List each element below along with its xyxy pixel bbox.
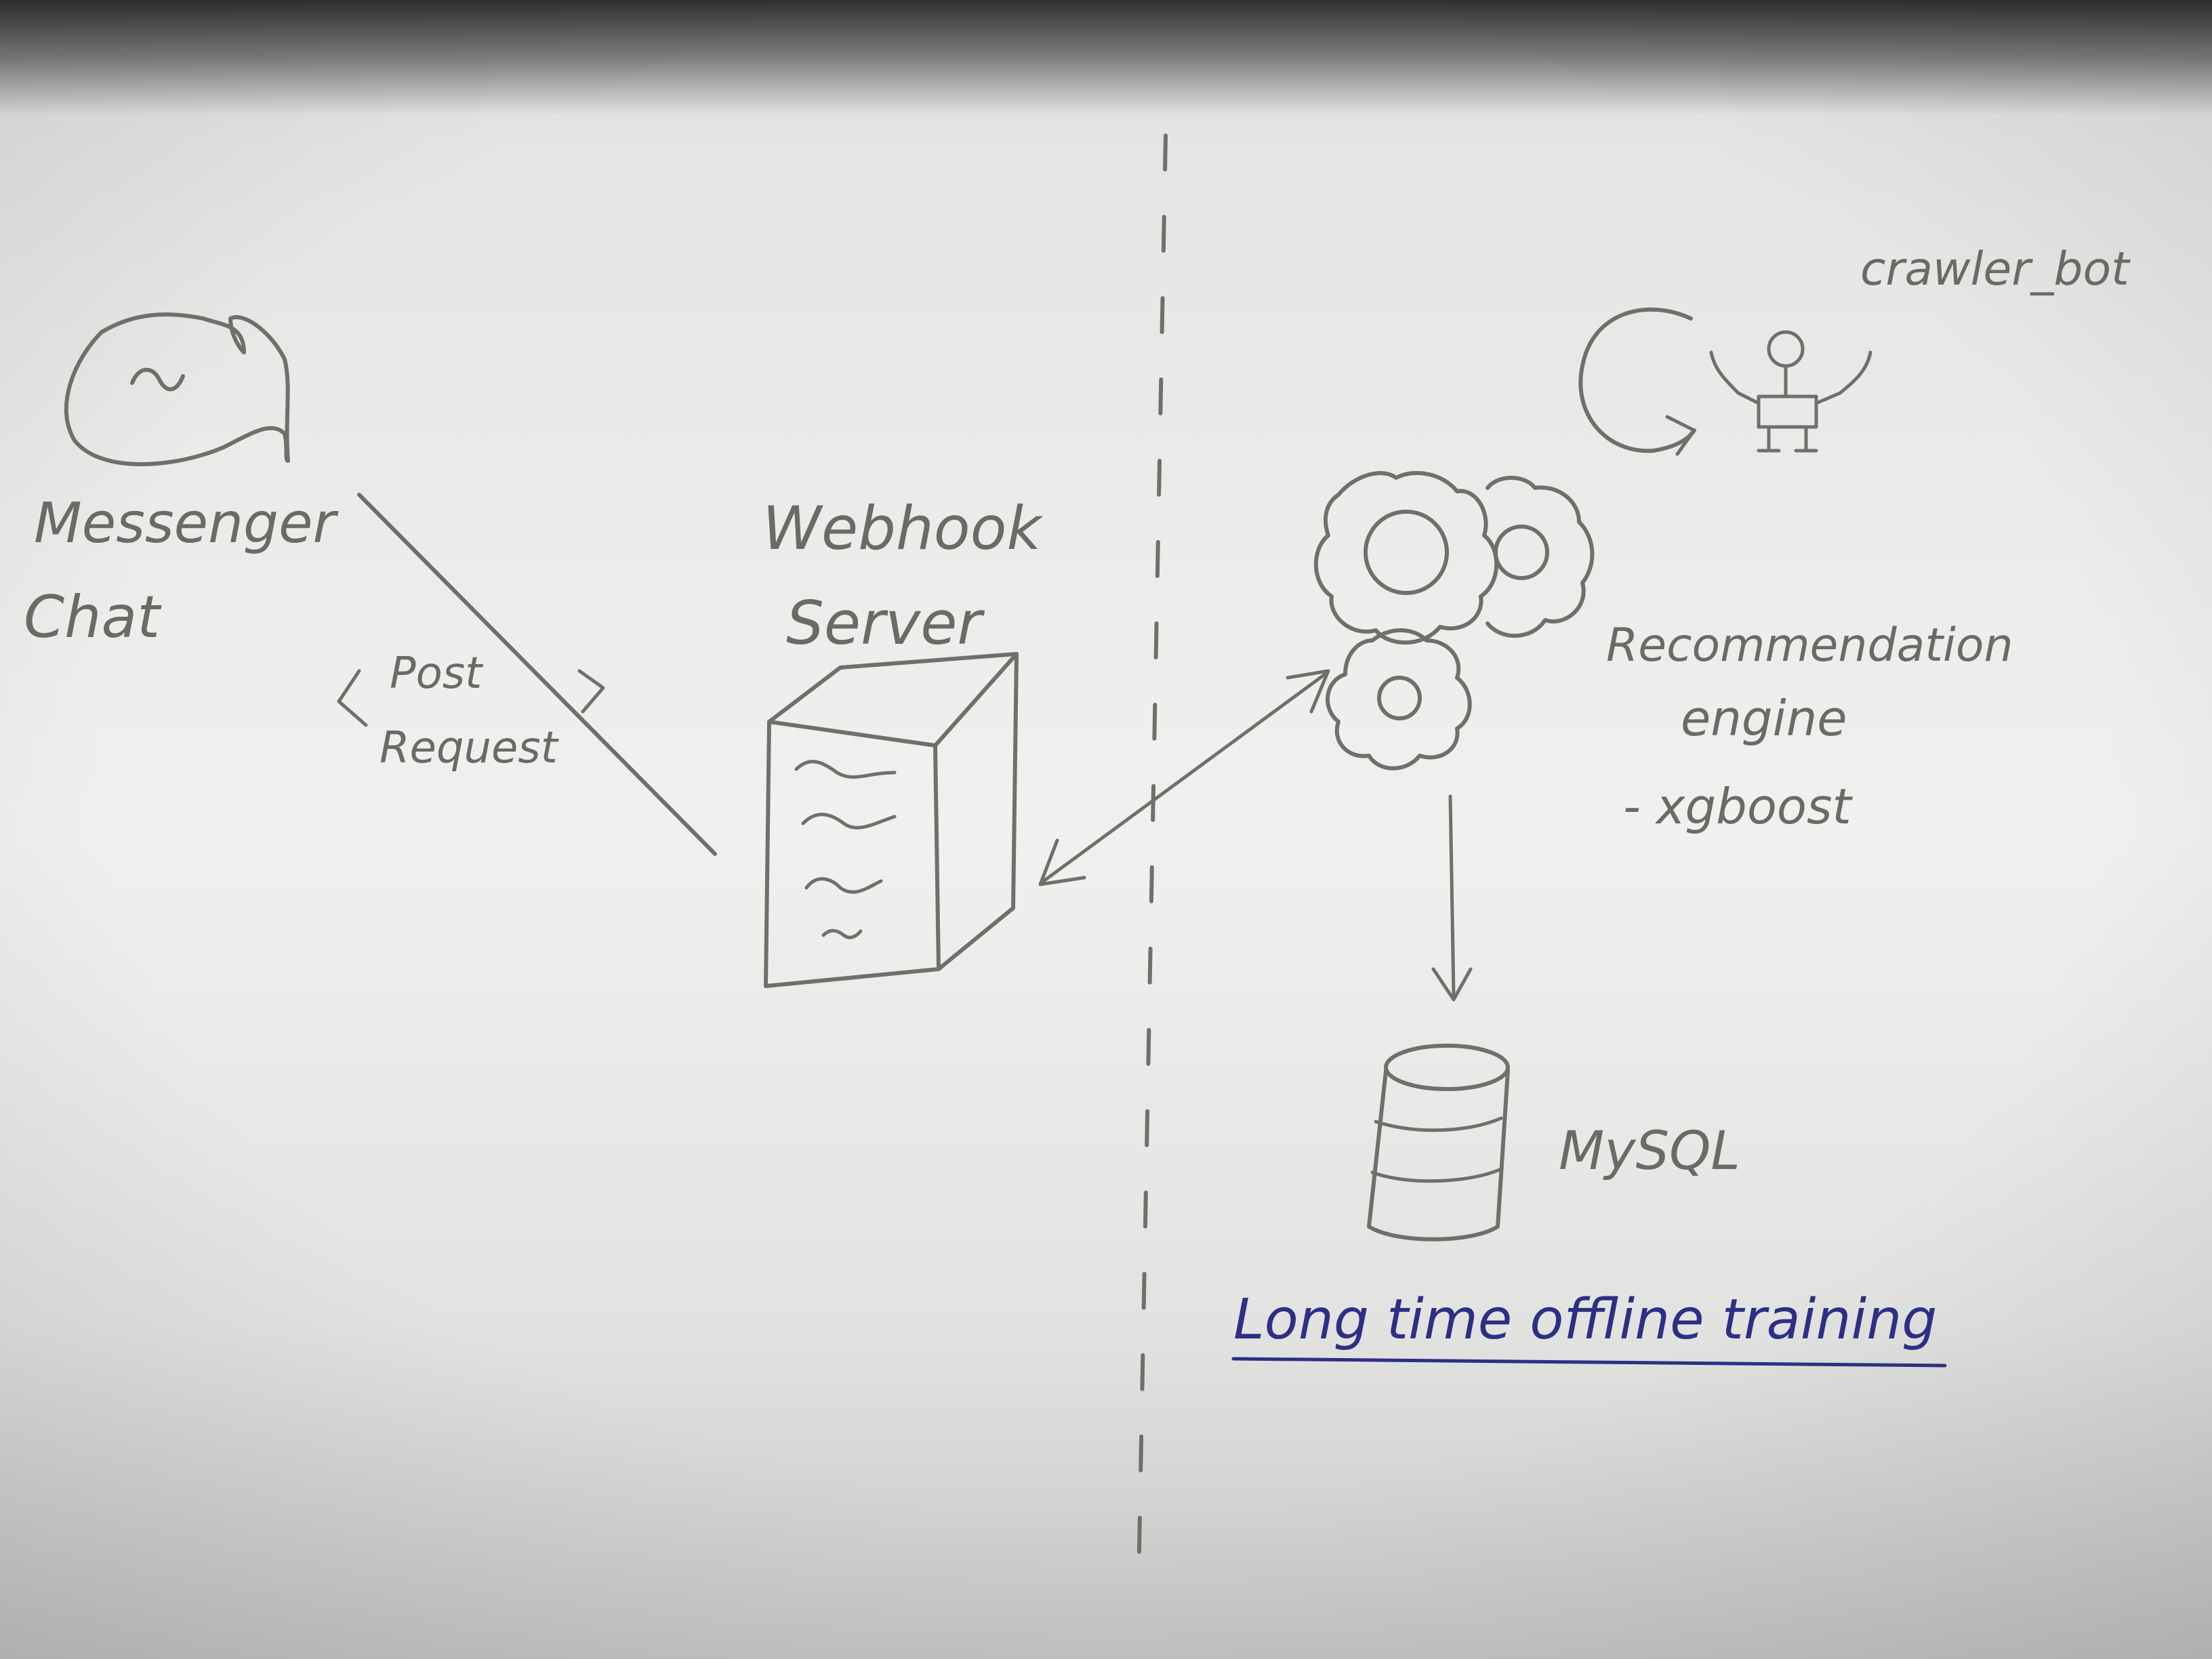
post-label: Post [390, 649, 484, 699]
connection-line [357, 493, 717, 856]
left-bracket [337, 669, 368, 727]
chat-bubble-icon [64, 312, 290, 466]
engine-label: engine [1681, 690, 1847, 747]
gears-icon [1313, 471, 1595, 771]
offline-training-label: Long time offline training [1233, 1288, 1937, 1352]
crawler-label: crawler_bot [1860, 243, 2131, 296]
database-icon [1367, 1044, 1510, 1242]
request-label: Request [380, 723, 560, 773]
webhook-label: Webhook [762, 493, 1043, 563]
refresh-arrow-icon [1578, 307, 1696, 456]
bidirectional-arrow [1038, 669, 1330, 886]
mysql-label: MySQL [1559, 1121, 1740, 1182]
offline-underline [1231, 1357, 1947, 1368]
xgboost-label: - xgboost [1623, 778, 1853, 835]
server-label: Server [786, 588, 985, 658]
recommendation-label: Recommendation [1606, 619, 2013, 672]
right-bracket [577, 669, 605, 714]
robot-icon [1709, 330, 1872, 453]
down-arrow [1431, 794, 1473, 1002]
messenger-label: Messenger [34, 491, 339, 556]
chat-label-text: Chat [24, 583, 162, 651]
server-icon [764, 652, 1019, 988]
